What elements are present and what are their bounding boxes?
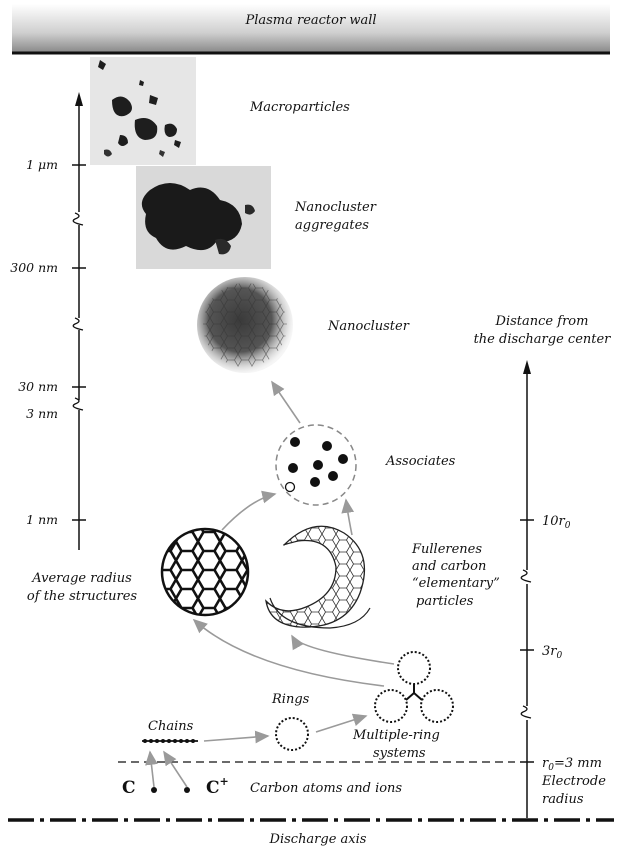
carbon-elementary-particle: [265, 525, 371, 629]
axis-break-mark: [72, 212, 84, 226]
nanocluster-image: [197, 277, 293, 373]
radius-axis-arrowhead: [75, 92, 83, 106]
arrow-associates-to-nanocluster: [271, 380, 301, 424]
multiple-ring-label: Multiple-ring: [352, 728, 440, 743]
electrode-radius-label: radius: [542, 792, 584, 807]
carbon-atom-symbol: C: [122, 778, 136, 798]
carbon-atoms-ions: C C+: [122, 775, 229, 798]
nanocluster-label: Nanocluster: [327, 319, 410, 334]
arrow-particle-to-associates: [341, 498, 355, 536]
arrow-multiring-to-particle: [291, 634, 395, 665]
carbon-ion-dot: [184, 787, 190, 793]
reactor-wall-label: Plasma reactor wall: [244, 13, 376, 28]
nanocluster-aggregates-label: aggregates: [295, 218, 369, 233]
radius-tick-label: 300 nm: [10, 260, 58, 275]
axis-break-mark: [72, 317, 84, 331]
chains-label: Chains: [148, 719, 194, 734]
discharge-axis: Discharge axis: [8, 818, 614, 847]
radius-tick-label: 1 μm: [26, 157, 58, 172]
radius-tick-label: 1 nm: [26, 512, 58, 527]
multiple-ring-label: systems: [373, 746, 426, 761]
radius-axis: 1 μm 300 nm 30 nm 3 nm 1 nm Average radi…: [10, 92, 137, 604]
arrow-atom-to-chain: [145, 750, 158, 788]
reactor-wall-band: [12, 4, 610, 52]
radius-tick-label: 30 nm: [18, 379, 58, 394]
macroparticles-image: [90, 57, 196, 165]
fullerenes-label: “elementary”: [412, 576, 500, 591]
electrode-radius-label: Electrode: [541, 774, 606, 789]
axis-break-mark: [520, 705, 532, 719]
fullerenes-label: and carbon: [412, 559, 486, 574]
radius-tick-label: 3 nm: [26, 406, 58, 421]
multiple-ring-system: [374, 651, 454, 723]
arrow-ring-to-multiring: [315, 713, 368, 733]
axis-break-mark: [72, 397, 84, 411]
arrow-chain-to-ring: [203, 730, 270, 744]
distance-axis: Distance from the discharge center 10r0 …: [474, 314, 612, 818]
carbon-atom-dot: [151, 787, 157, 793]
nanocluster-aggregates-label: Nanocluster: [294, 200, 377, 215]
distance-axis-arrowhead: [523, 360, 531, 374]
associates-label: Associates: [385, 454, 456, 469]
distance-axis-title: the discharge center: [474, 332, 612, 347]
carbon-atoms-ions-label: Carbon atoms and ions: [250, 781, 402, 796]
reactor-wall: Plasma reactor wall: [12, 4, 610, 55]
discharge-axis-label: Discharge axis: [269, 832, 367, 847]
axis-break-mark: [520, 569, 532, 583]
distance-tick-label-3r0: 3r0: [542, 644, 563, 661]
arrow-multiring-to-fullerene: [192, 618, 385, 687]
radius-axis-title: of the structures: [27, 589, 137, 604]
transformation-arrows: [145, 380, 395, 788]
fullerenes-label: Fullerenes: [411, 542, 482, 557]
distance-tick-label-r0: r0=3 mm: [542, 756, 602, 773]
distance-axis-title: Distance from: [495, 314, 589, 329]
arrow-ion-to-chain: [163, 750, 188, 788]
nanocluster-aggregates-image: [136, 166, 271, 269]
rings-label: Rings: [271, 692, 310, 707]
distance-tick-label-10r0: 10r0: [542, 514, 571, 531]
fullerene-sphere: [160, 527, 250, 617]
carbon-ion-symbol: C+: [206, 775, 229, 798]
associates-cluster: [275, 424, 357, 506]
radius-axis-title: Average radius: [31, 571, 132, 586]
arrow-fullerene-to-associates: [221, 490, 277, 531]
fullerenes-label: particles: [416, 594, 474, 609]
macroparticles-label: Macroparticles: [249, 100, 350, 115]
carbon-ring: [275, 717, 309, 751]
